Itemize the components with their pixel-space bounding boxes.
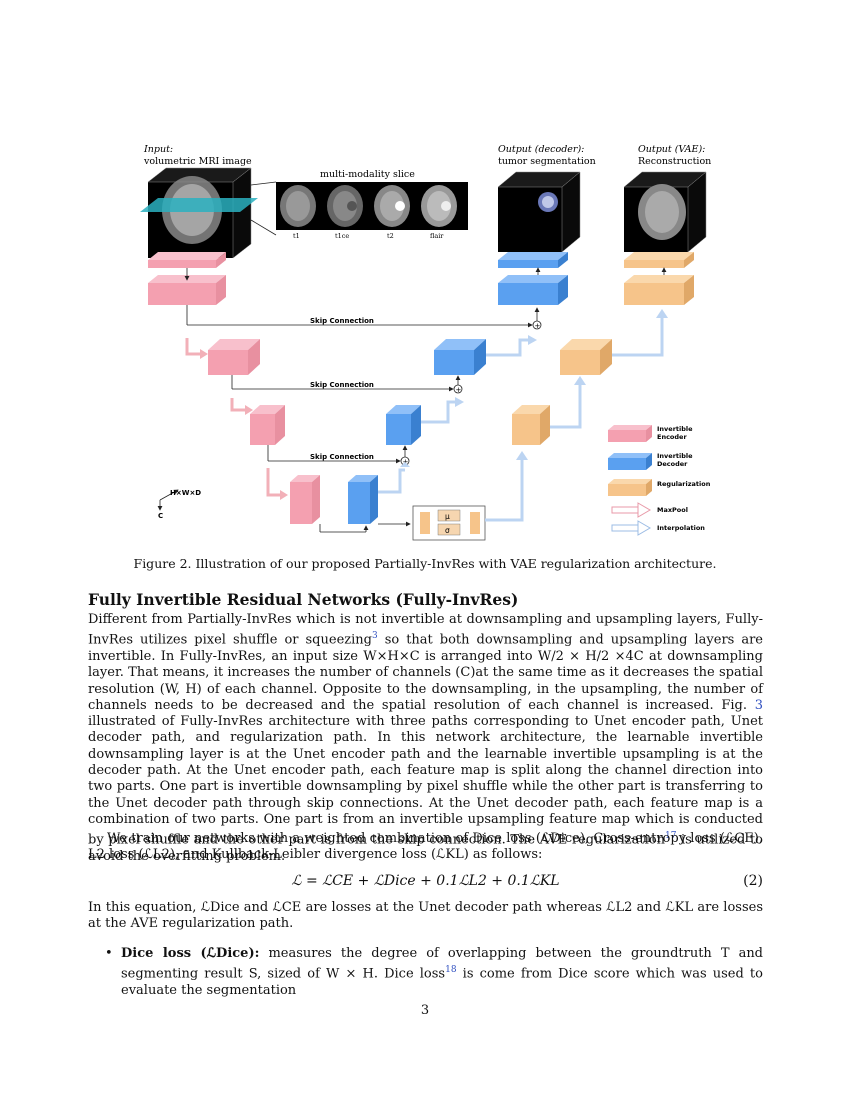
- legend-item-regularization: [608, 479, 652, 496]
- decoder-block-3: [386, 405, 421, 445]
- input-subtitle: volumetric MRI image: [143, 156, 252, 167]
- decoder-block-2: [434, 339, 486, 375]
- modality-slices: [276, 182, 468, 230]
- legend-label-regularization: Regularization: [657, 480, 711, 488]
- mu-label: μ: [445, 512, 450, 521]
- output-decoder-subtitle: tumor segmentation: [498, 156, 596, 167]
- page-number: 3: [420, 1003, 430, 1018]
- citation-18[interactable]: 18: [445, 965, 457, 976]
- input-encoder-blocks: [148, 252, 226, 305]
- axis-label-hwd: H×W×D: [170, 489, 201, 497]
- output-vae-title: Output (VAE):: [638, 144, 705, 155]
- equation-text: ℒ = ℒCE + ℒDice + 0.1ℒL2 + 0.1ℒKL: [291, 873, 560, 889]
- bullet-dot: •: [105, 946, 113, 961]
- legend-label-decoder-2: Decoder: [657, 460, 688, 468]
- output-segmentation-cube: [497, 171, 581, 253]
- vae-output-blocks: [624, 252, 694, 305]
- plus-label-2: +: [456, 386, 462, 394]
- citation-17[interactable]: 17: [664, 831, 677, 842]
- bottleneck-decoder-block: [348, 475, 378, 524]
- encoder-block-2: [208, 339, 260, 375]
- axis-indicator: [157, 489, 179, 511]
- architecture-figure: Input: volumetric MRI image multi-modali…: [140, 144, 711, 541]
- legend-item-interpolation: [611, 520, 651, 536]
- equation-number: (2): [743, 873, 763, 889]
- input-mri-cube: [140, 167, 258, 259]
- plus-label-3: +: [403, 458, 409, 466]
- reg-block-3: [512, 405, 550, 445]
- slice-label-t1ce: t1ce: [335, 232, 349, 240]
- bottleneck-encoder-block: [290, 475, 320, 524]
- skip-label-3: Skip Connection: [310, 453, 374, 461]
- plus-label-1: +: [535, 322, 541, 330]
- paragraph-3: In this equation, ℒDice and ℒCE are loss…: [88, 900, 763, 932]
- output-decoder-title: Output (decoder):: [498, 144, 584, 155]
- figure-caption: Figure 2. Illustration of our proposed P…: [133, 556, 717, 571]
- reg-block-2: [560, 339, 612, 375]
- paragraph-1: Different from Partially-InvRes which is…: [88, 612, 764, 864]
- sigma-label: σ: [445, 526, 450, 535]
- legend-label-interpolation: Interpolation: [657, 524, 705, 532]
- citation-3[interactable]: 3: [371, 631, 378, 642]
- axis-label-c: C: [158, 512, 163, 520]
- legend-label-decoder-1: Invertible: [657, 452, 693, 460]
- output-reconstruction-cube: [623, 171, 707, 253]
- legend-item-decoder: [608, 453, 652, 470]
- legend-item-maxpool: [611, 502, 651, 518]
- skip-label-2: Skip Connection: [310, 381, 374, 389]
- slice-label-t2: t2: [387, 232, 394, 240]
- legend-item-encoder: [608, 425, 652, 442]
- input-title: Input:: [143, 144, 173, 155]
- slice-label-flair: flair: [430, 232, 444, 240]
- output-vae-subtitle: Reconstruction: [638, 156, 711, 167]
- skip-label-1: Skip Connection: [310, 317, 374, 325]
- encoder-block-3: [250, 405, 285, 445]
- section-title: Fully Invertible Residual Networks (Full…: [88, 590, 519, 609]
- legend: [608, 425, 652, 536]
- slice-label-t1: t1: [293, 232, 300, 240]
- bullet-head: Dice loss (ℒDice):: [121, 946, 260, 961]
- bullet-dice-loss: • Dice loss (ℒDice): measures the degree…: [105, 946, 764, 998]
- legend-label-encoder-1: Invertible: [657, 425, 693, 433]
- legend-label-maxpool: MaxPool: [657, 506, 688, 514]
- vae-sampling-box: [412, 505, 486, 541]
- decoder-output-blocks: [498, 252, 568, 305]
- paragraph-2: We train our networks with a weighted co…: [88, 831, 763, 863]
- figure-ref-3[interactable]: 3: [754, 697, 763, 713]
- equation-2: ℒ = ℒCE + ℒDice + 0.1ℒL2 + 0.1ℒKL (2): [88, 873, 763, 889]
- legend-label-encoder-2: Encoder: [657, 433, 687, 441]
- slice-title: multi-modality slice: [320, 169, 415, 180]
